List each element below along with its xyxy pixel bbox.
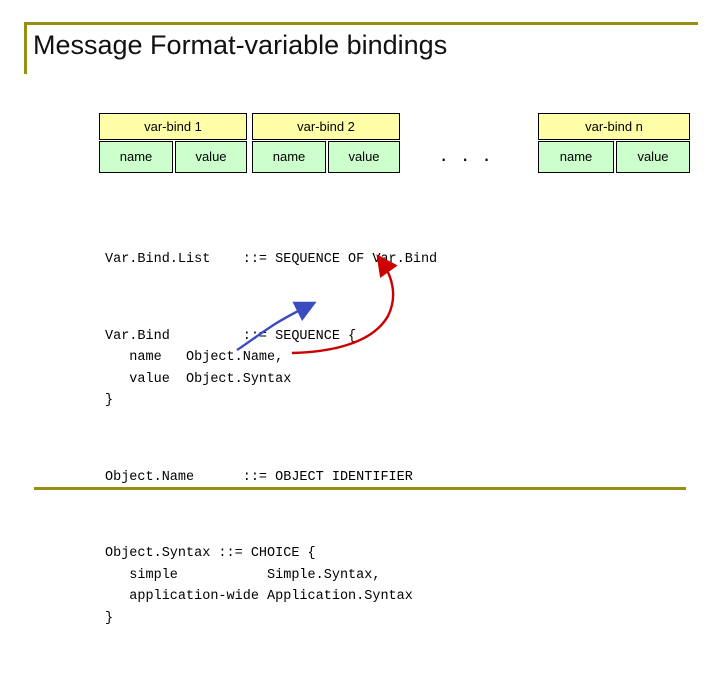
varbind-1-cells: name value [99,141,247,173]
varbind-1-header: var-bind 1 [99,113,247,140]
varbind-2-header: var-bind 2 [252,113,400,140]
asn1-code-listing: Var.Bind.List ::= SEQUENCE OF Var.Bind V… [105,206,437,684]
code-block-objectsyntax: Object.Syntax ::= CHOICE { simple Simple… [105,546,413,626]
title-left-accent-bar [24,22,27,74]
varbind-1-name-cell: name [99,141,173,173]
varbind-group-2: var-bind 2 name value [252,113,400,173]
varbind-n-cells: name value [538,141,690,173]
ellipsis-separator: · · · [440,146,495,171]
varbind-2-cells: name value [252,141,400,173]
varbind-group-1: var-bind 1 name value [99,113,247,173]
varbind-2-value-cell: value [328,141,400,173]
title-top-rule [24,22,698,25]
code-block-objectname: Object.Name ::= OBJECT IDENTIFIER [105,469,413,485]
code-block-varbind: Var.Bind ::= SEQUENCE { name Object.Name… [105,328,357,409]
slide-canvas: Message Format-variable bindings var-bin… [24,22,698,626]
varbind-n-value-cell: value [616,141,690,173]
varbind-group-n: var-bind n name value [538,113,690,173]
page-title: Message Format-variable bindings [33,30,448,60]
varbind-n-header: var-bind n [538,113,690,140]
varbind-2-name-cell: name [252,141,326,173]
varbind-n-name-cell: name [538,141,614,173]
code-block-varbindlist: Var.Bind.List ::= SEQUENCE OF Var.Bind [105,252,438,267]
bottom-rule [34,487,686,490]
varbind-1-value-cell: value [175,141,247,173]
